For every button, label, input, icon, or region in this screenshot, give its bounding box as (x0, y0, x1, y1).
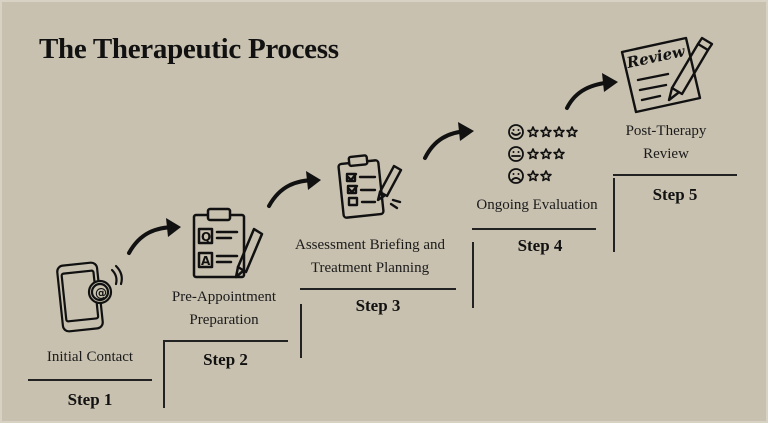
arrow-icon (126, 218, 181, 257)
step-2-underline (163, 340, 288, 342)
arrow-icon (564, 73, 618, 112)
step-1-number: Step 1 (67, 390, 113, 409)
svg-text:Review: Review (624, 42, 687, 72)
svg-text:Q: Q (201, 230, 211, 244)
step-1-label: Initial Contact (46, 349, 134, 365)
svg-text:@: @ (95, 286, 107, 300)
step-3-underline (300, 288, 456, 290)
checklist-clipboard-icon (336, 154, 406, 222)
step-2-number: Step 2 (203, 350, 248, 369)
step-3-divider (472, 242, 474, 308)
step-1-underline (28, 379, 152, 381)
step-4-number: Step 4 (517, 236, 563, 255)
svg-text:A: A (201, 254, 211, 268)
step-3-label: Assessment Briefing and Treatment Planni… (295, 237, 445, 276)
step-3-number: Step 3 (355, 296, 401, 315)
arrow-icon (422, 122, 474, 162)
step-1-divider (163, 340, 165, 408)
step-4-label: Ongoing Evaluation (476, 197, 598, 213)
step-5-underline (613, 174, 737, 176)
review-document-icon: Review (614, 34, 718, 118)
step-2-divider (300, 304, 302, 358)
step-5-label: Post-Therapy Review (625, 123, 707, 162)
step-4-underline (472, 228, 596, 230)
arrow-icon (266, 171, 321, 210)
rating-stars-icon (507, 122, 578, 188)
step-2-label: Pre-Appointment Preparation (171, 289, 277, 328)
phone-email-icon: @ (54, 258, 126, 334)
questionnaire-clipboard-icon: Q A (190, 207, 272, 281)
step-4-divider (613, 178, 615, 252)
step-5-number: Step 5 (652, 185, 698, 204)
page-title: The Therapeutic Process (39, 33, 339, 65)
